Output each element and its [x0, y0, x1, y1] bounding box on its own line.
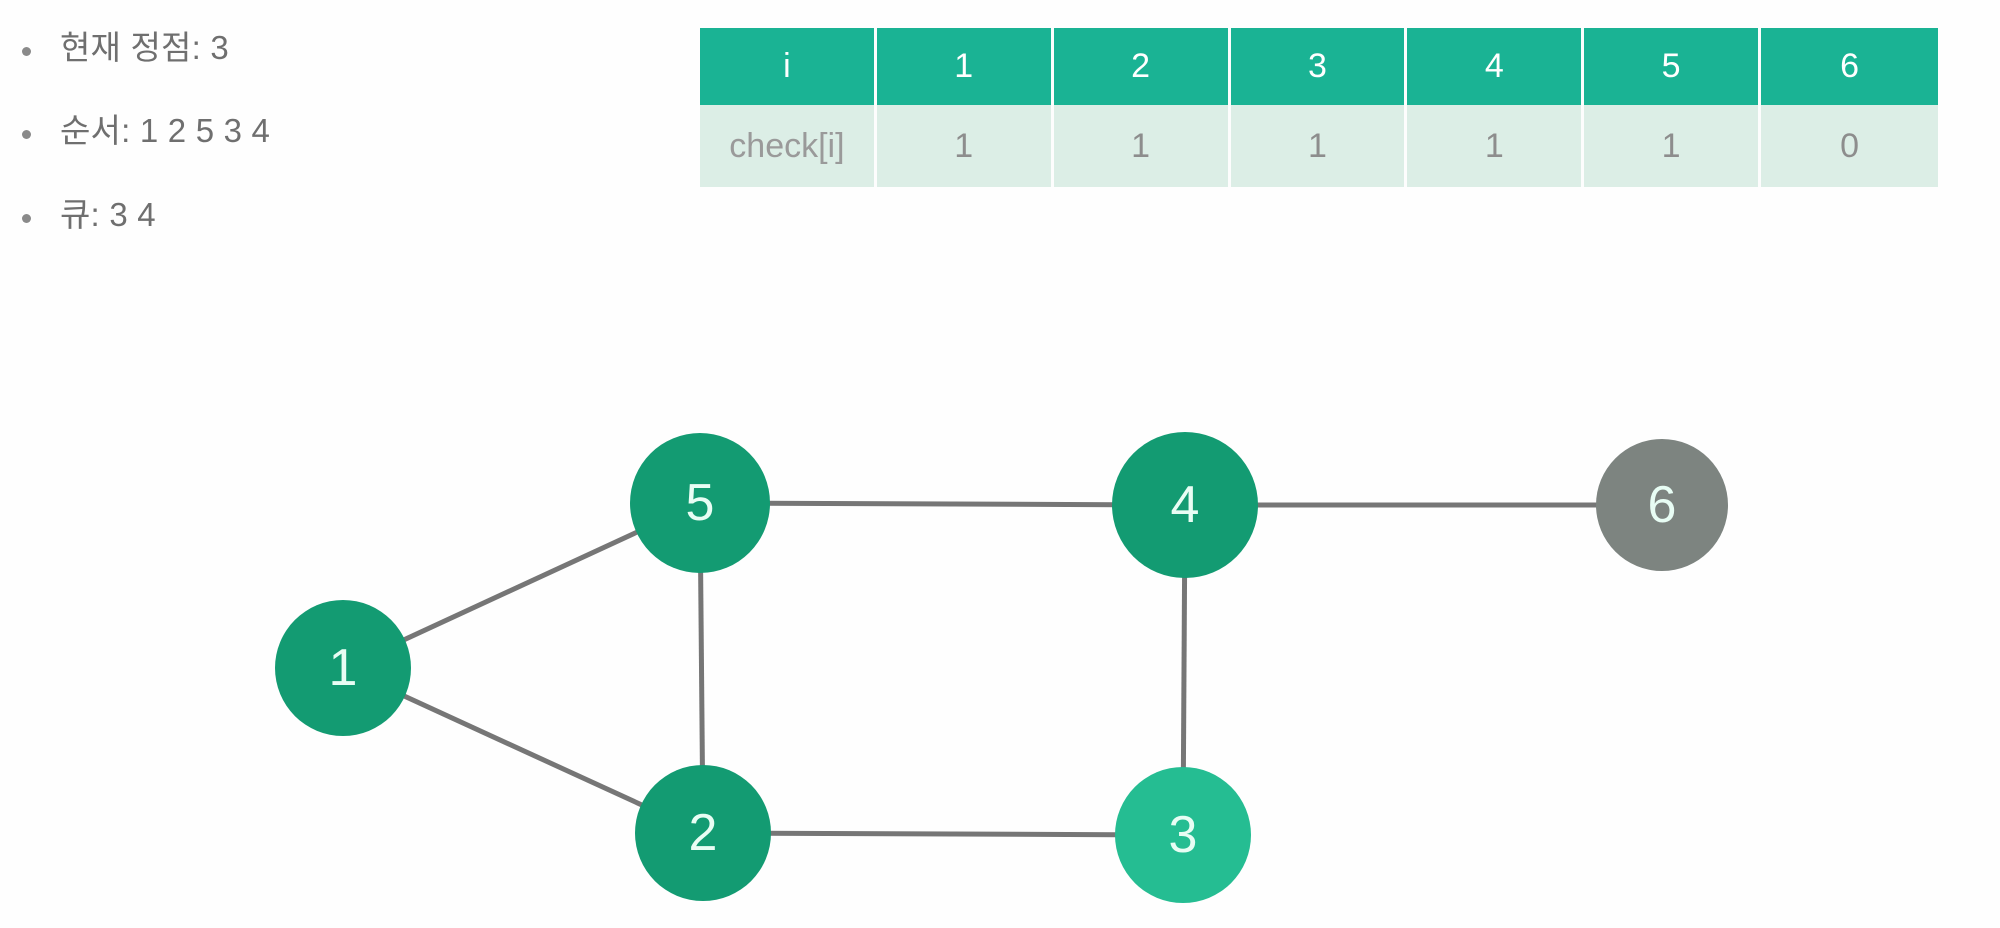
graph-edges: [341, 500, 1662, 838]
graph-node-5[interactable]: 5: [630, 433, 770, 573]
bullet-dot-icon: [22, 213, 31, 223]
graph-node-circle-6[interactable]: [1596, 439, 1728, 571]
graph-edge-5-2: [697, 502, 706, 834]
status-label-current-vertex: 현재 정점:: [60, 29, 201, 66]
graph-edge-1-5: [341, 500, 702, 671]
check-table: i 1 2 3 4 5 6 check[i] 1 1 1 1 1 0: [700, 28, 1938, 187]
status-value-queue: 3 4: [109, 195, 156, 233]
graph-node-2[interactable]: 2: [635, 765, 771, 901]
graph-node-circle-4[interactable]: [1112, 432, 1258, 578]
status-list: 현재 정점: 3 순서: 1 2 5 3 4 큐: 3 4: [0, 29, 640, 280]
graph-edge-5-4: [699, 500, 1186, 508]
graph-node-6[interactable]: 6: [1596, 439, 1728, 571]
table-cell-check-6: 0: [1761, 105, 1938, 187]
table-cell-check-1: 1: [876, 105, 1054, 187]
graph-node-circle-3[interactable]: [1115, 767, 1251, 903]
table-header-cell-3: 3: [1230, 28, 1408, 105]
graph-node-label-1: 1: [329, 639, 358, 697]
table-header-cell-i: i: [700, 28, 877, 105]
bullet-dot-icon: [22, 130, 31, 140]
table-cell-check-4: 1: [1407, 105, 1585, 187]
table-row-label-check: check[i]: [700, 105, 877, 187]
graph-node-circle-5[interactable]: [630, 433, 770, 573]
table-header-cell-1: 1: [876, 28, 1054, 105]
table-header-cell-2: 2: [1053, 28, 1231, 105]
graph-node-label-4: 4: [1171, 476, 1200, 534]
graph-node-label-5: 5: [686, 474, 715, 532]
status-label-order: 순서:: [60, 112, 131, 150]
table-header-cell-6: 6: [1761, 28, 1938, 105]
table-cell-check-3: 1: [1230, 105, 1408, 187]
table-header-cell-4: 4: [1407, 28, 1585, 105]
graph-node-circle-2[interactable]: [635, 765, 771, 901]
status-item-queue: 큐: 3 4: [0, 195, 640, 233]
status-value-current-vertex: 3: [210, 29, 229, 66]
graph-edge-4-3: [1180, 504, 1188, 836]
graph-node-4[interactable]: 4: [1112, 432, 1258, 578]
graph-node-label-2: 2: [689, 804, 718, 862]
check-table-head: i 1 2 3 4 5 6: [700, 28, 1938, 105]
graph-node-circle-1[interactable]: [275, 600, 411, 736]
table-row: check[i] 1 1 1 1 1 0: [700, 105, 1938, 187]
graph-edge-1-2: [341, 665, 705, 836]
status-item-current-vertex: 현재 정점: 3: [0, 29, 640, 66]
graph-node-label-3: 3: [1169, 806, 1198, 864]
table-header-cell-5: 5: [1584, 28, 1762, 105]
table-cell-check-5: 1: [1584, 105, 1762, 187]
bullet-dot-icon: [22, 47, 31, 56]
status-item-order: 순서: 1 2 5 3 4: [0, 113, 640, 149]
graph-node-1[interactable]: 1: [275, 600, 411, 736]
graph-node-label-6: 6: [1648, 476, 1677, 534]
table-cell-check-2: 1: [1053, 105, 1231, 187]
check-table-body: check[i] 1 1 1 1 1 0: [700, 105, 1938, 187]
status-label-queue: 큐:: [60, 195, 100, 233]
status-value-order: 1 2 5 3 4: [139, 112, 271, 150]
table-row-header: i 1 2 3 4 5 6: [700, 28, 1938, 105]
graph-nodes: 1 2 3 4 5 6: [275, 432, 1728, 903]
graph-node-3[interactable]: 3: [1115, 767, 1251, 903]
graph-edge-2-3: [702, 830, 1184, 838]
